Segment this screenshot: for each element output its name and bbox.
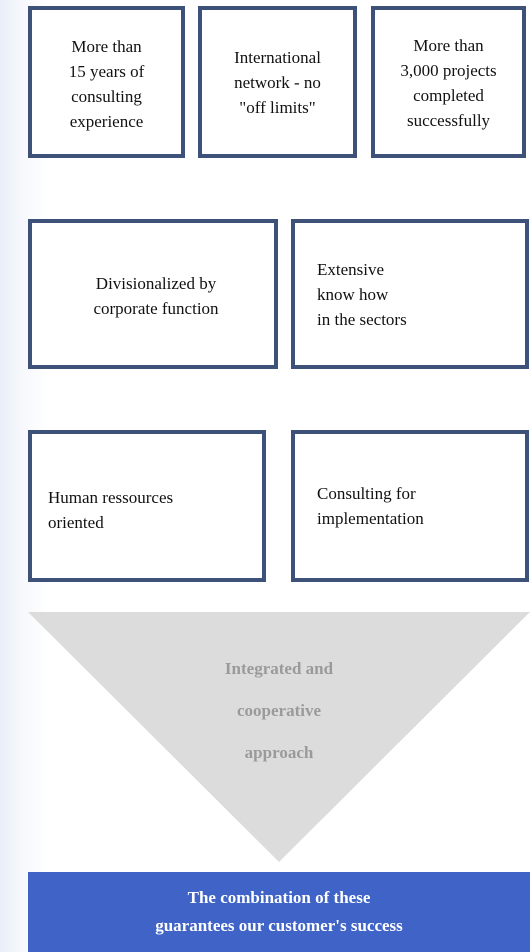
- funnel-shape: [28, 612, 530, 862]
- funnel-triangle: [28, 612, 530, 862]
